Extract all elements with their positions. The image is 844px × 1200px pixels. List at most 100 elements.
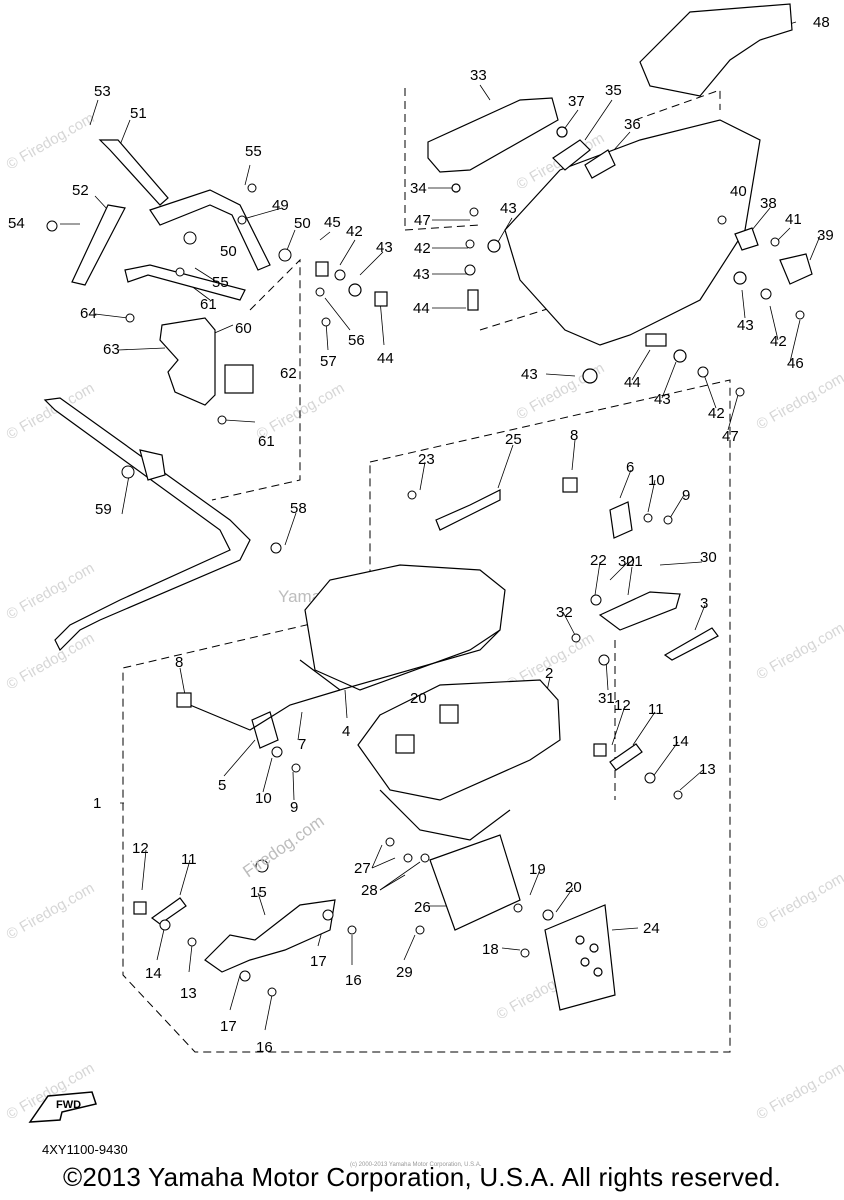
callout-44: 44 bbox=[413, 300, 430, 317]
leader-lines bbox=[60, 21, 821, 1031]
callout-8: 8 bbox=[175, 654, 183, 671]
part-6-hinge bbox=[609, 501, 633, 539]
svg-text:© Firedog.com: © Firedog.com bbox=[4, 379, 98, 443]
callout-35: 35 bbox=[605, 82, 622, 99]
fwd-arrow-icon: FWD bbox=[28, 1091, 97, 1123]
callout-16: 16 bbox=[256, 1039, 273, 1056]
callout-14: 14 bbox=[145, 965, 162, 982]
callout-22: 22 bbox=[590, 552, 607, 569]
callout-16: 16 bbox=[345, 972, 362, 989]
part-4-lid bbox=[304, 564, 506, 691]
callout-47: 47 bbox=[722, 428, 739, 445]
callout-17: 17 bbox=[220, 1018, 237, 1035]
part-60-handle bbox=[159, 317, 216, 406]
callout-55: 55 bbox=[245, 143, 262, 160]
callout-33: 33 bbox=[470, 67, 487, 84]
part-11-catch bbox=[609, 743, 643, 771]
callout-8: 8 bbox=[570, 427, 578, 444]
part-21-plate bbox=[598, 591, 681, 631]
diagram-part-code: 4XY1100-9430 bbox=[42, 1142, 128, 1157]
callout-43: 43 bbox=[737, 317, 754, 334]
part-12-clip bbox=[133, 901, 147, 915]
callout-30: 30 bbox=[618, 553, 635, 570]
part-38-lock bbox=[734, 227, 759, 251]
callout-21: 21 bbox=[626, 553, 643, 570]
callout-labels: 1 2 3 4 5 6 7 8 8 9 9 10 10 11 11 12 12 … bbox=[8, 14, 834, 1056]
callout-34: 34 bbox=[410, 180, 427, 197]
callout-37: 37 bbox=[568, 93, 585, 110]
callout-25: 25 bbox=[505, 431, 522, 448]
callout-62: 62 bbox=[280, 365, 297, 382]
callout-27: 27 bbox=[354, 860, 371, 877]
part-48-pad bbox=[639, 3, 793, 97]
callout-26: 26 bbox=[414, 899, 431, 916]
part-37-nut bbox=[556, 126, 568, 138]
callout-39: 39 bbox=[817, 227, 834, 244]
part-34-bolt bbox=[451, 183, 461, 193]
callout-3: 3 bbox=[700, 595, 708, 612]
callout-15: 15 bbox=[250, 884, 267, 901]
part-44-collar bbox=[645, 333, 667, 347]
part-8-stopper bbox=[176, 692, 192, 708]
callout-29: 29 bbox=[396, 964, 413, 981]
part-44-collar bbox=[374, 291, 388, 307]
callout-43: 43 bbox=[500, 200, 517, 217]
callout-56: 56 bbox=[348, 332, 365, 349]
fine-print: (c) 2000-2013 Yamaha Motor Corporation, … bbox=[350, 1162, 482, 1168]
callout-50: 50 bbox=[220, 243, 237, 260]
callout-13: 13 bbox=[180, 985, 197, 1002]
callout-23: 23 bbox=[418, 451, 435, 468]
callout-42: 42 bbox=[346, 223, 363, 240]
callout-20: 20 bbox=[565, 879, 582, 896]
callout-61: 61 bbox=[200, 296, 217, 313]
callout-54: 54 bbox=[8, 215, 25, 232]
callout-31: 31 bbox=[598, 690, 615, 707]
part-4-seal bbox=[299, 629, 501, 691]
watermark-rotated: Firedog.com bbox=[239, 812, 327, 882]
fasteners bbox=[46, 183, 805, 997]
callout-57: 57 bbox=[320, 353, 337, 370]
callout-43: 43 bbox=[521, 366, 538, 383]
part-49-frame bbox=[149, 189, 271, 271]
callout-63: 63 bbox=[103, 341, 120, 358]
callout-44: 44 bbox=[624, 374, 641, 391]
callout-30: 30 bbox=[700, 549, 717, 566]
callout-45: 45 bbox=[324, 214, 341, 231]
svg-text:© Firedog.com: © Firedog.com bbox=[4, 109, 98, 173]
part-8-stopper bbox=[562, 477, 578, 493]
callout-9: 9 bbox=[290, 799, 298, 816]
callout-52: 52 bbox=[72, 182, 89, 199]
part-7-wire bbox=[189, 689, 341, 731]
callout-59: 59 bbox=[95, 501, 112, 518]
part-24-bracket bbox=[544, 904, 616, 1011]
svg-text:© Firedog.com: © Firedog.com bbox=[754, 869, 844, 933]
callout-51: 51 bbox=[130, 105, 147, 122]
svg-text:© Firedog.com: © Firedog.com bbox=[754, 1059, 844, 1123]
part-59-bar bbox=[43, 397, 251, 652]
part-43-grommet bbox=[733, 271, 747, 285]
copyright-notice: ©2013 Yamaha Motor Corporation, U.S.A. A… bbox=[63, 1162, 781, 1192]
callout-10: 10 bbox=[648, 472, 665, 489]
callout-12: 12 bbox=[132, 840, 149, 857]
callout-38: 38 bbox=[760, 195, 777, 212]
callout-42: 42 bbox=[708, 405, 725, 422]
svg-text:FWD: FWD bbox=[56, 1099, 81, 1111]
svg-text:© Firedog.com: © Firedog.com bbox=[754, 369, 844, 433]
callout-43: 43 bbox=[654, 391, 671, 408]
callout-64: 64 bbox=[80, 305, 97, 322]
part-20-block bbox=[395, 734, 415, 754]
callout-43: 43 bbox=[413, 266, 430, 283]
callout-50: 50 bbox=[294, 215, 311, 232]
svg-text:© Firedog.com: © Firedog.com bbox=[754, 619, 844, 683]
callout-41: 41 bbox=[785, 211, 802, 228]
callout-48: 48 bbox=[813, 14, 830, 31]
component-drawings bbox=[43, 3, 813, 1011]
callout-42: 42 bbox=[414, 240, 431, 257]
callout-58: 58 bbox=[290, 500, 307, 517]
part-52-stay bbox=[71, 204, 126, 286]
callout-6: 6 bbox=[626, 459, 634, 476]
callout-5: 5 bbox=[218, 777, 226, 794]
part-20-block bbox=[439, 704, 459, 724]
part-44-collar bbox=[467, 289, 479, 311]
